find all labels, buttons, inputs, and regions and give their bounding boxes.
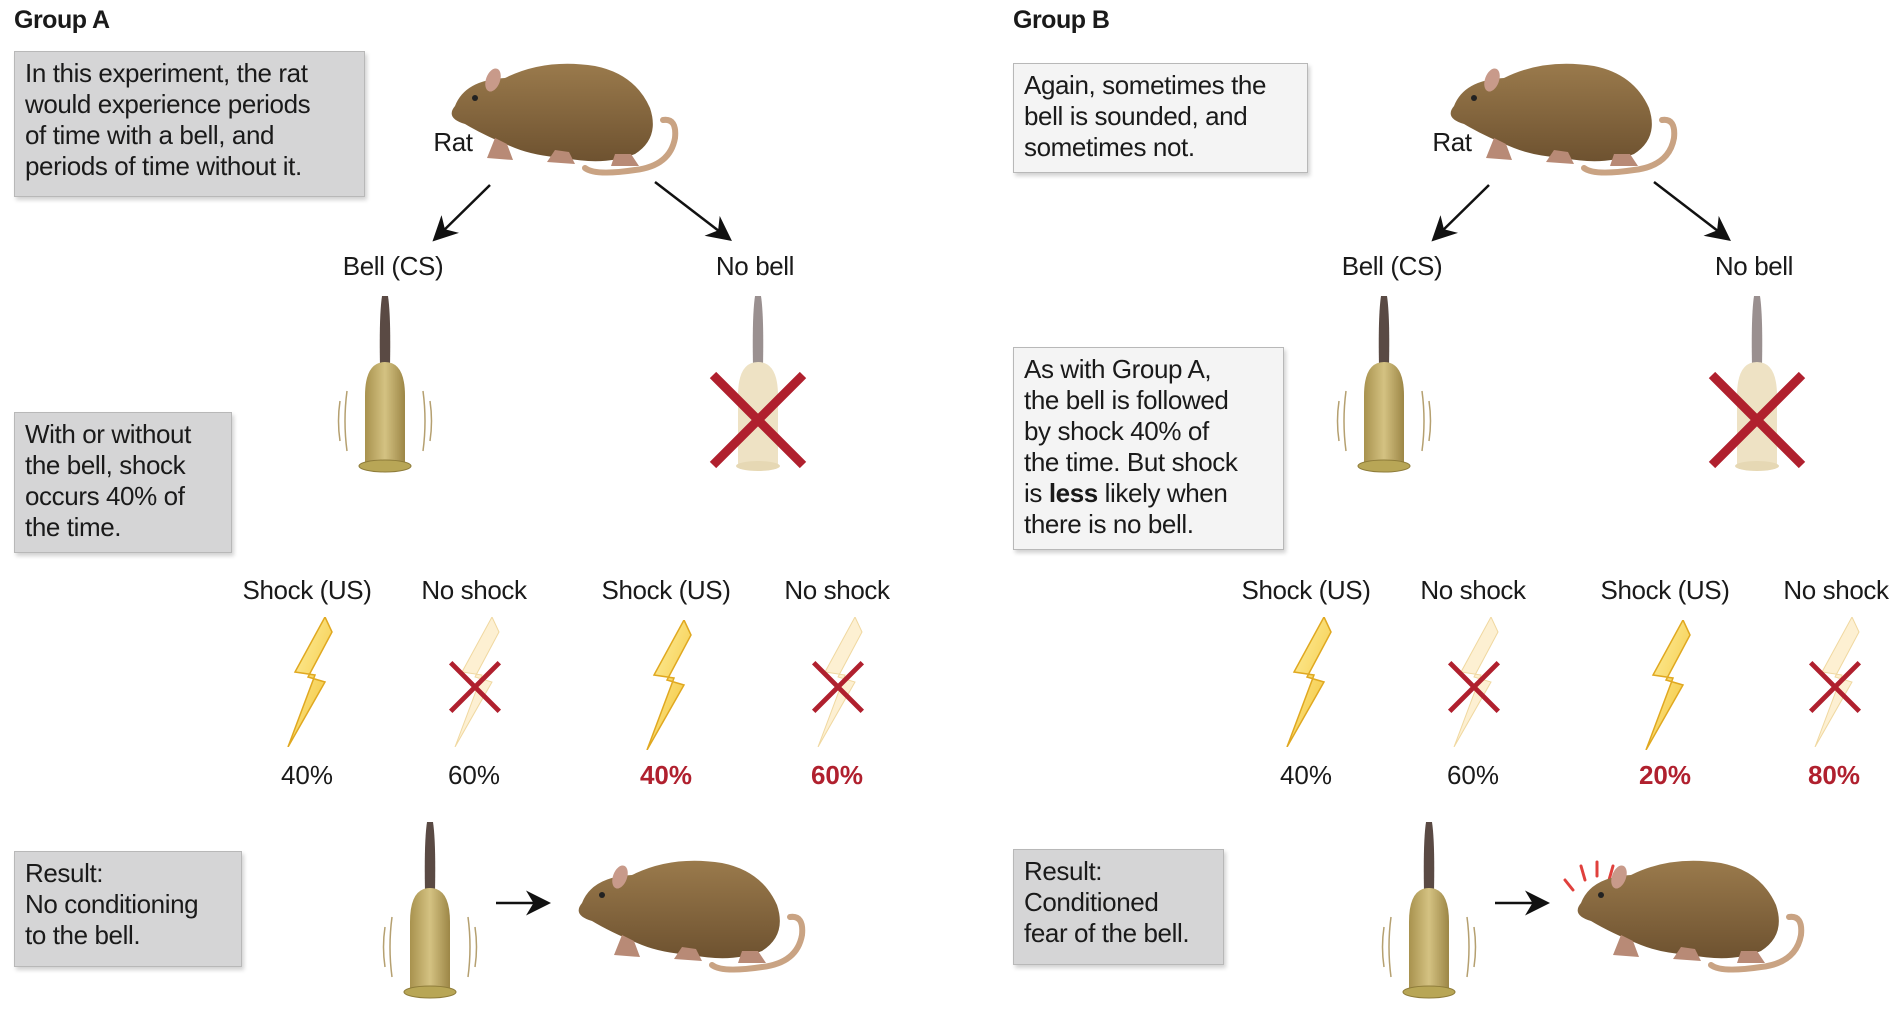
result-line: No conditioning [25, 889, 199, 919]
outcome-percent-highlight: 40% [639, 760, 693, 790]
result-line: to the bell. [25, 920, 141, 950]
cross-icon [1808, 660, 1862, 714]
outcome-label: Shock (US) [242, 575, 372, 605]
intro-line: Again, sometimes the [1024, 70, 1267, 100]
note-emphasis: less [1048, 478, 1098, 508]
group-title: Group A [14, 6, 110, 34]
cross-icon [708, 370, 808, 470]
note-line: the time. [25, 512, 122, 542]
outcome-label: No shock [1420, 575, 1526, 605]
result-line: Conditioned [1024, 887, 1159, 917]
outcome-label: Shock (US) [1600, 575, 1730, 605]
note-line: As with Group A, [1024, 354, 1212, 384]
group-a-panel: Group A In this experiment, the rat woul… [0, 0, 900, 1009]
intro-line: of time with a bell, and [25, 120, 275, 150]
arrow-to-no-bell [654, 181, 732, 242]
intro-line: bell is sounded, and [1024, 101, 1248, 131]
note-line: occurs 40% of [25, 481, 185, 511]
group-b-panel: Group B Again, sometimes the bell is sou… [999, 0, 1896, 1009]
lightning-icon [280, 617, 340, 747]
arrow-to-bell [1431, 184, 1490, 242]
outcome-label: No shock [421, 575, 527, 605]
lightning-icon [1279, 617, 1339, 747]
ringing-bell-icon [380, 822, 480, 1002]
branch-label-no-bell: No bell [1714, 251, 1794, 281]
note-line: the bell is followed [1024, 385, 1229, 415]
outcome-label: Shock (US) [601, 575, 731, 605]
branch-arrows [1431, 181, 1731, 916]
note-line: is less likely when [1024, 478, 1273, 509]
outcome-percent: 40% [280, 760, 334, 790]
note-line: the time. But shock [1024, 447, 1238, 477]
outcome-label: No shock [784, 575, 890, 605]
outcome-percent-highlight: 20% [1638, 760, 1692, 790]
note-text: is [1024, 478, 1049, 508]
intro-box: Again, sometimes the bell is sounded, an… [1013, 63, 1308, 173]
intro-box: In this experiment, the rat would experi… [14, 51, 365, 197]
outcome-percent: 60% [447, 760, 501, 790]
intro-line: In this experiment, the rat [25, 58, 308, 88]
note-text: likely when [1097, 478, 1228, 508]
result-box: Result: Conditioned fear of the bell. [1013, 849, 1224, 965]
outcome-label: No shock [1783, 575, 1889, 605]
result-line: fear of the bell. [1024, 918, 1190, 948]
branch-label-bell: Bell (CS) [342, 251, 444, 281]
outcome-percent-highlight: 60% [810, 760, 864, 790]
cross-icon [811, 660, 865, 714]
cross-icon [1707, 370, 1807, 470]
branch-arrows [432, 181, 732, 916]
outcome-percent: 60% [1446, 760, 1500, 790]
ringing-bell-icon [335, 296, 435, 476]
outcome-percent-highlight: 80% [1807, 760, 1861, 790]
rat-icon [562, 855, 842, 975]
ringing-bell-icon [1334, 296, 1434, 476]
intro-line: would experience periods [25, 89, 311, 119]
intro-line: periods of time without it. [25, 151, 302, 181]
note-box: As with Group A, the bell is followed by… [1013, 347, 1284, 550]
rat-label: Rat [433, 127, 473, 157]
note-line: there is no bell. [1024, 509, 1194, 539]
lightning-icon [639, 620, 699, 750]
fearful-rat-icon [1561, 855, 1841, 975]
cross-icon [448, 660, 502, 714]
note-line: the bell, shock [25, 450, 186, 480]
alarm-marks-icon [1563, 860, 1615, 892]
outcome-percent: 40% [1279, 760, 1333, 790]
result-line: Result: [25, 858, 104, 888]
arrow-to-bell [432, 184, 491, 242]
cross-icon [1447, 660, 1501, 714]
note-line: With or without [25, 419, 191, 449]
arrow-to-no-bell [1653, 181, 1731, 242]
branch-label-no-bell: No bell [715, 251, 795, 281]
note-line: by shock 40% of [1024, 416, 1209, 446]
branch-label-bell: Bell (CS) [1341, 251, 1443, 281]
rat-label: Rat [1432, 127, 1472, 157]
note-box: With or without the bell, shock occurs 4… [14, 412, 232, 553]
outcome-label: Shock (US) [1241, 575, 1371, 605]
ringing-bell-icon [1379, 822, 1479, 1002]
group-title: Group B [1013, 6, 1110, 34]
lightning-icon [1638, 620, 1698, 750]
result-line: Result: [1024, 856, 1103, 886]
result-box: Result: No conditioning to the bell. [14, 851, 242, 967]
intro-line: sometimes not. [1024, 132, 1195, 162]
